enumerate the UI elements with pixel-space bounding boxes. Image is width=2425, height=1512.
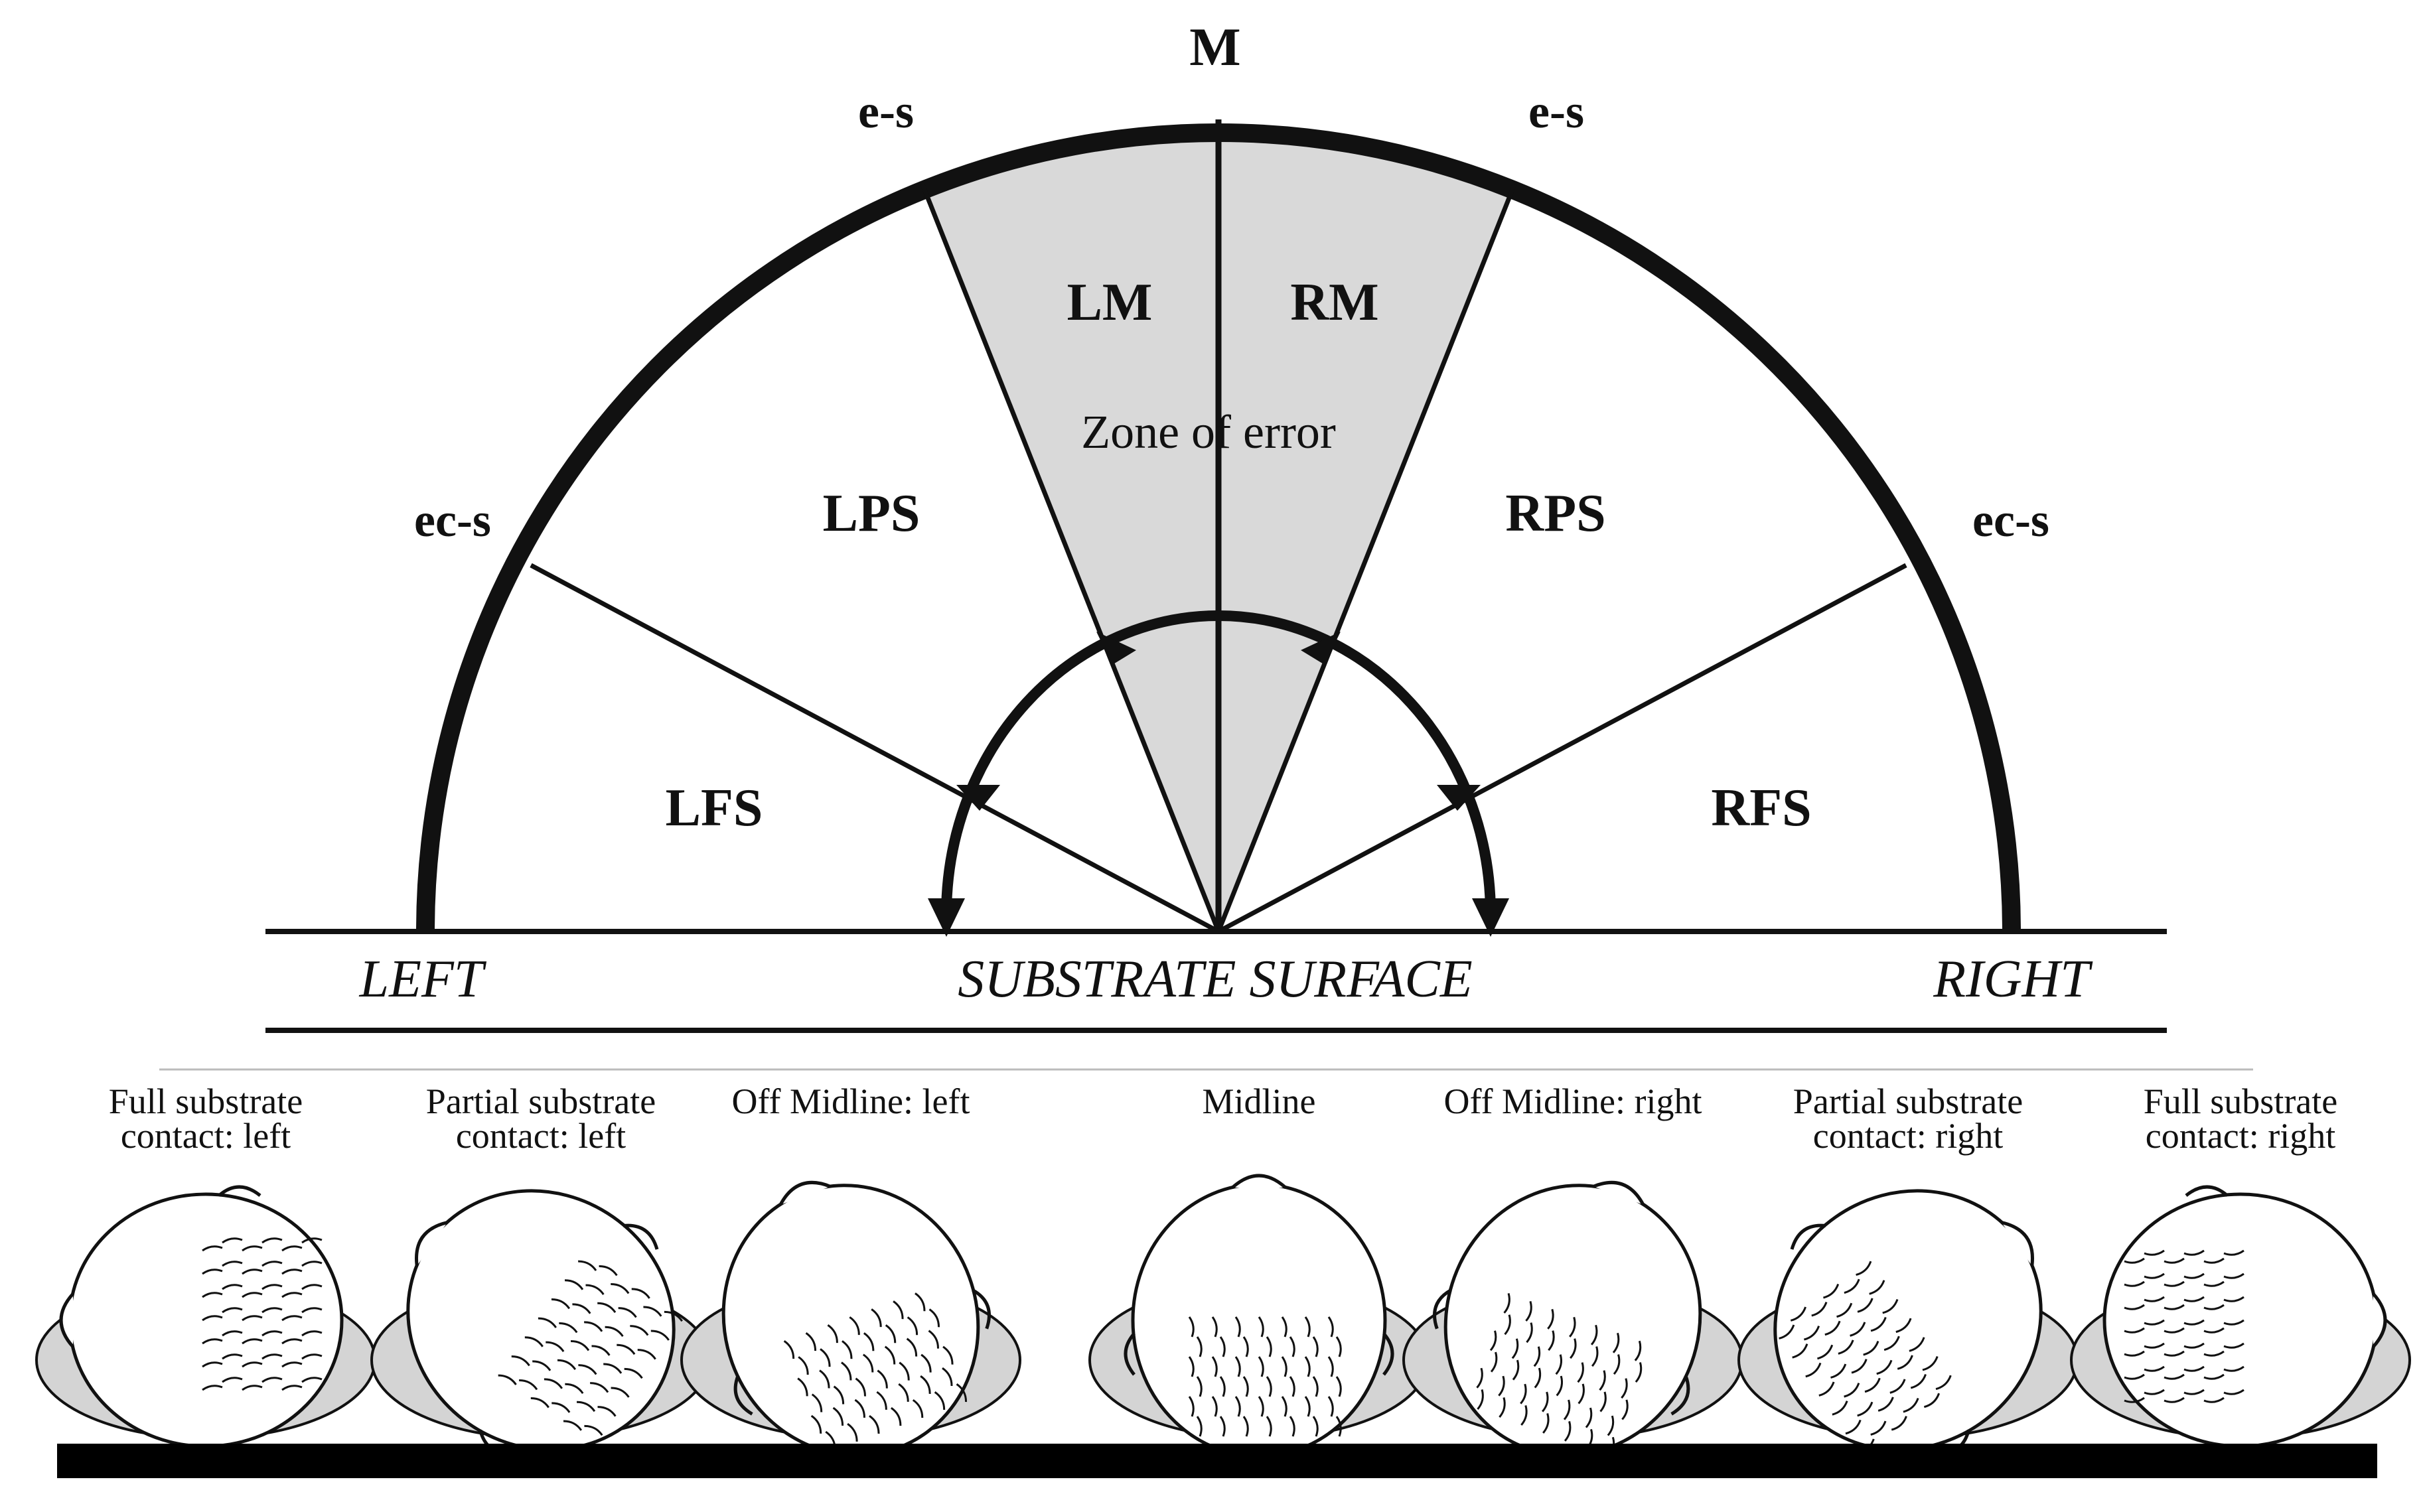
head-caption-line1: Off Midline: left [732,1081,970,1121]
head-caption-line1: Partial substrate [426,1081,656,1121]
face-bump [1231,1174,1287,1189]
head-position-5: Off Midline: right [1402,1081,1743,1458]
head-outline [68,1192,344,1448]
head-caption-line2: contact: right [2146,1116,2335,1156]
infant-head [2102,1185,2387,1456]
zone-rfs-label: RFS [1711,779,1811,837]
head-outline [721,1184,980,1457]
face-bump [2001,1221,2034,1267]
infant-head [59,1185,344,1456]
hair-strokes [1779,1261,1952,1454]
ear-left [2185,1185,2229,1197]
arrowhead-left-upper [1096,632,1136,665]
head-caption-line2: contact: left [456,1116,626,1156]
head-caption-line1: Partial substrate [1793,1081,2023,1121]
head-caption-line1: Full substrate [109,1081,303,1121]
zone-rm-label: RM [1290,273,1378,332]
hair-strokes [783,1292,968,1450]
face-bump [415,1221,448,1267]
infant-head [721,1180,991,1457]
e-s-right-boundary [1216,183,1517,933]
zone-lm-label: LM [1067,273,1153,332]
e-s-left-label: e-s [858,85,914,138]
head-position-4: Midline [1088,1081,1430,1458]
head-caption-line2: contact: left [121,1116,291,1156]
face-bump [2372,1292,2387,1348]
hair-strokes [1188,1316,1342,1437]
arrowhead-left-flank [956,785,1000,811]
zone-rps-label: RPS [1505,484,1605,543]
ec-s-right-boundary [1217,563,1907,934]
rotation-arc [941,610,1496,915]
substrate-surface-label: SUBSTRATE SURFACE [958,950,1473,1008]
ear-right [218,1185,261,1197]
face-bump [1592,1180,1645,1205]
ear-right [1382,1332,1394,1376]
ear-left [1124,1332,1136,1376]
arrowhead-right-upper [1301,632,1341,665]
head-outline [2102,1192,2379,1448]
infant-head [1773,1189,2043,1456]
head-caption-line1: Full substrate [2144,1081,2338,1121]
zone-lfs-label: LFS [666,779,763,837]
ear-right [1670,1375,1690,1416]
ec-s-right-label: ec-s [1972,494,2049,547]
bottom-substrate-bar [57,1444,2377,1478]
e-s-right-label: e-s [1528,85,1584,138]
ear-left [1433,1288,1452,1330]
face-bump [778,1180,832,1205]
midline-top-label: M [1189,17,1240,77]
head-caption-line1: Off Midline: right [1444,1081,1702,1121]
ec-s-left-label: ec-s [414,494,491,547]
hair-strokes [498,1260,683,1436]
hair-strokes [202,1237,323,1391]
head-position-3: Off Midline: left [680,1081,1021,1457]
head-caption-line1: Midline [1203,1081,1316,1121]
hair-strokes [2124,1249,2244,1403]
ear-left [1790,1223,1826,1250]
head-outline [1131,1182,1387,1458]
arrowhead-right-flank [1437,785,1481,811]
hair-strokes [1476,1292,1643,1458]
ear-right [623,1223,659,1250]
zone-of-error-label: Zone of error [1081,405,1336,458]
infant-head [1124,1174,1394,1458]
right-side-label: RIGHT [1933,950,2093,1008]
head-outline [1443,1184,1702,1457]
infant-head [1433,1180,1702,1458]
ear-right [972,1288,991,1330]
ec-s-left-boundary [530,563,1220,934]
zone-lps-label: LPS [823,484,920,543]
infant-head [406,1189,683,1456]
e-s-left-boundary [920,183,1221,933]
face-bump [59,1292,74,1348]
arrowhead-left-end [928,898,965,937]
arrowhead-right-end [1472,898,1509,937]
head-caption-line2: contact: right [1813,1116,2003,1156]
left-side-label: LEFT [359,950,487,1008]
ear-left [733,1375,753,1416]
